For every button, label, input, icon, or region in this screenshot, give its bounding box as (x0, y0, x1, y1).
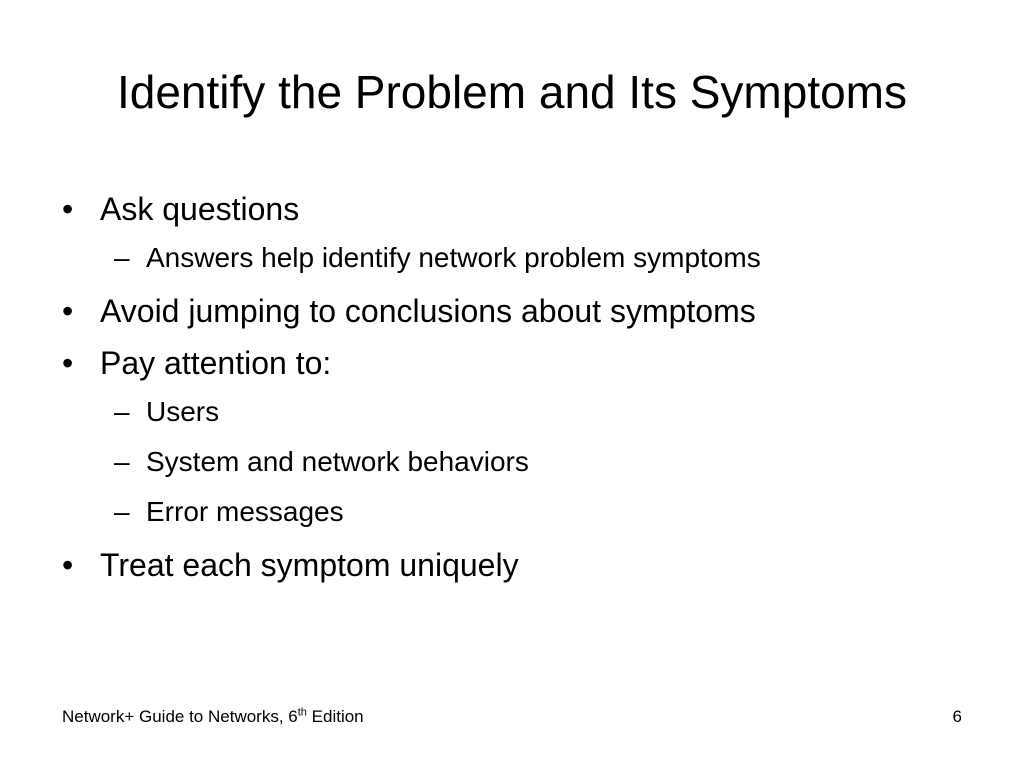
footer-text: Network+ Guide to Networks, 6th Edition (62, 706, 364, 728)
sub-bullet-item-users: – Users (58, 392, 978, 432)
bullet-item-pay-attention: • Pay attention to: (58, 340, 978, 386)
page-number: 6 (952, 707, 962, 726)
sub-bullet-text: Answers help identify network problem sy… (146, 242, 761, 273)
sub-bullet-text: Users (146, 396, 220, 427)
sub-bullet-item-system-behaviors: – System and network behaviors (58, 442, 978, 482)
sub-bullet-text: System and network behaviors (146, 446, 529, 477)
sub-bullet-item-error-messages: – Error messages (58, 492, 978, 532)
bullet-text: Treat each symptom uniquely (100, 547, 519, 583)
footer-superscript: th (297, 706, 307, 719)
bullet-item-avoid-jumping: • Avoid jumping to conclusions about sym… (58, 288, 978, 334)
footer-prefix: Network+ Guide to Networks, 6 (62, 707, 298, 726)
dash-icon: – (114, 496, 130, 527)
bullet-text: Pay attention to: (100, 345, 332, 381)
footer-suffix: Edition (306, 707, 364, 726)
bullet-icon: • (62, 293, 74, 329)
dash-icon: – (114, 396, 130, 427)
dash-icon: – (114, 242, 130, 273)
bullet-item-ask-questions: • Ask questions (58, 186, 978, 232)
bullet-text: Ask questions (100, 191, 300, 227)
dash-icon: – (114, 446, 130, 477)
sub-bullet-text: Error messages (146, 496, 344, 527)
bullet-icon: • (62, 191, 74, 227)
slide-title: Identify the Problem and Its Symptoms (116, 66, 908, 118)
bullet-list: • Ask questions – Answers help identify … (58, 186, 978, 594)
bullet-text: Avoid jumping to conclusions about sympt… (100, 293, 756, 329)
bullet-icon: • (62, 547, 74, 583)
bullet-item-treat-symptom: • Treat each symptom uniquely (58, 542, 978, 588)
bullet-icon: • (62, 345, 74, 381)
sub-bullet-item-answers: – Answers help identify network problem … (58, 238, 978, 278)
